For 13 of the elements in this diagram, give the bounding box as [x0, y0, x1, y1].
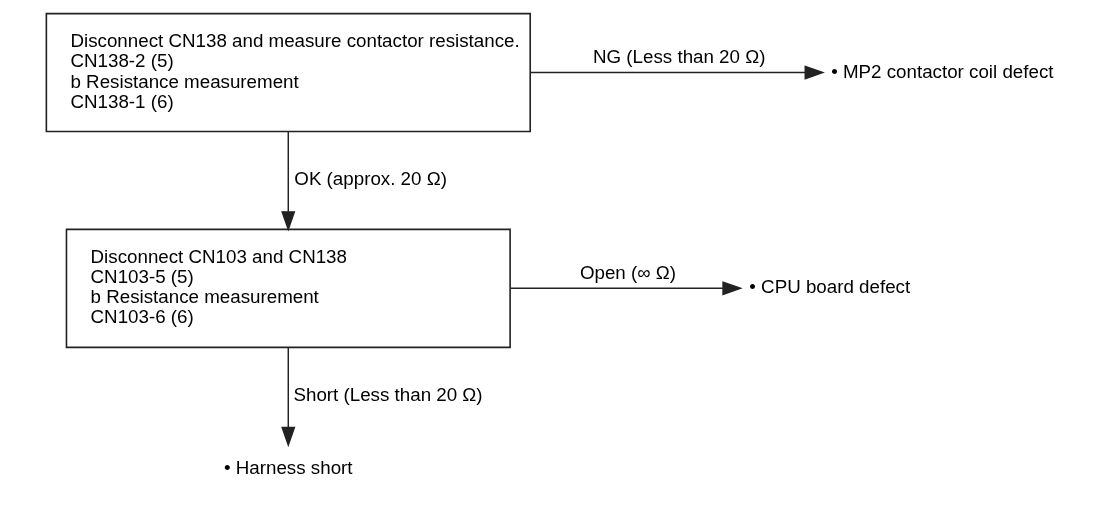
- arrow: [280, 130, 295, 232]
- node-box: Disconnect CN138 and measure contactor resistance. CN138-2 (5) b Resistance measurement CN138-1 (6): [45, 12, 531, 133]
- node-text: • MP2 contactor coil defect: [830, 60, 1053, 82]
- edge-label: OK (approx. 20 Ω): [293, 168, 447, 190]
- edge-label: NG (Less than 20 Ω): [592, 46, 765, 68]
- arrow: [280, 346, 295, 448]
- arrow: [529, 65, 825, 80]
- node-box: Disconnect CN103 and CN138 CN103-5 (5) b Resistance measurement CN103-6 (6): [65, 228, 511, 349]
- node-text: • CPU board defect: [748, 276, 910, 298]
- node-text: • Harness short: [223, 457, 353, 479]
- arrow: [509, 281, 743, 296]
- edge-label: Open (∞ Ω): [579, 262, 676, 284]
- edge-label: Short (Less than 20 Ω): [293, 384, 483, 406]
